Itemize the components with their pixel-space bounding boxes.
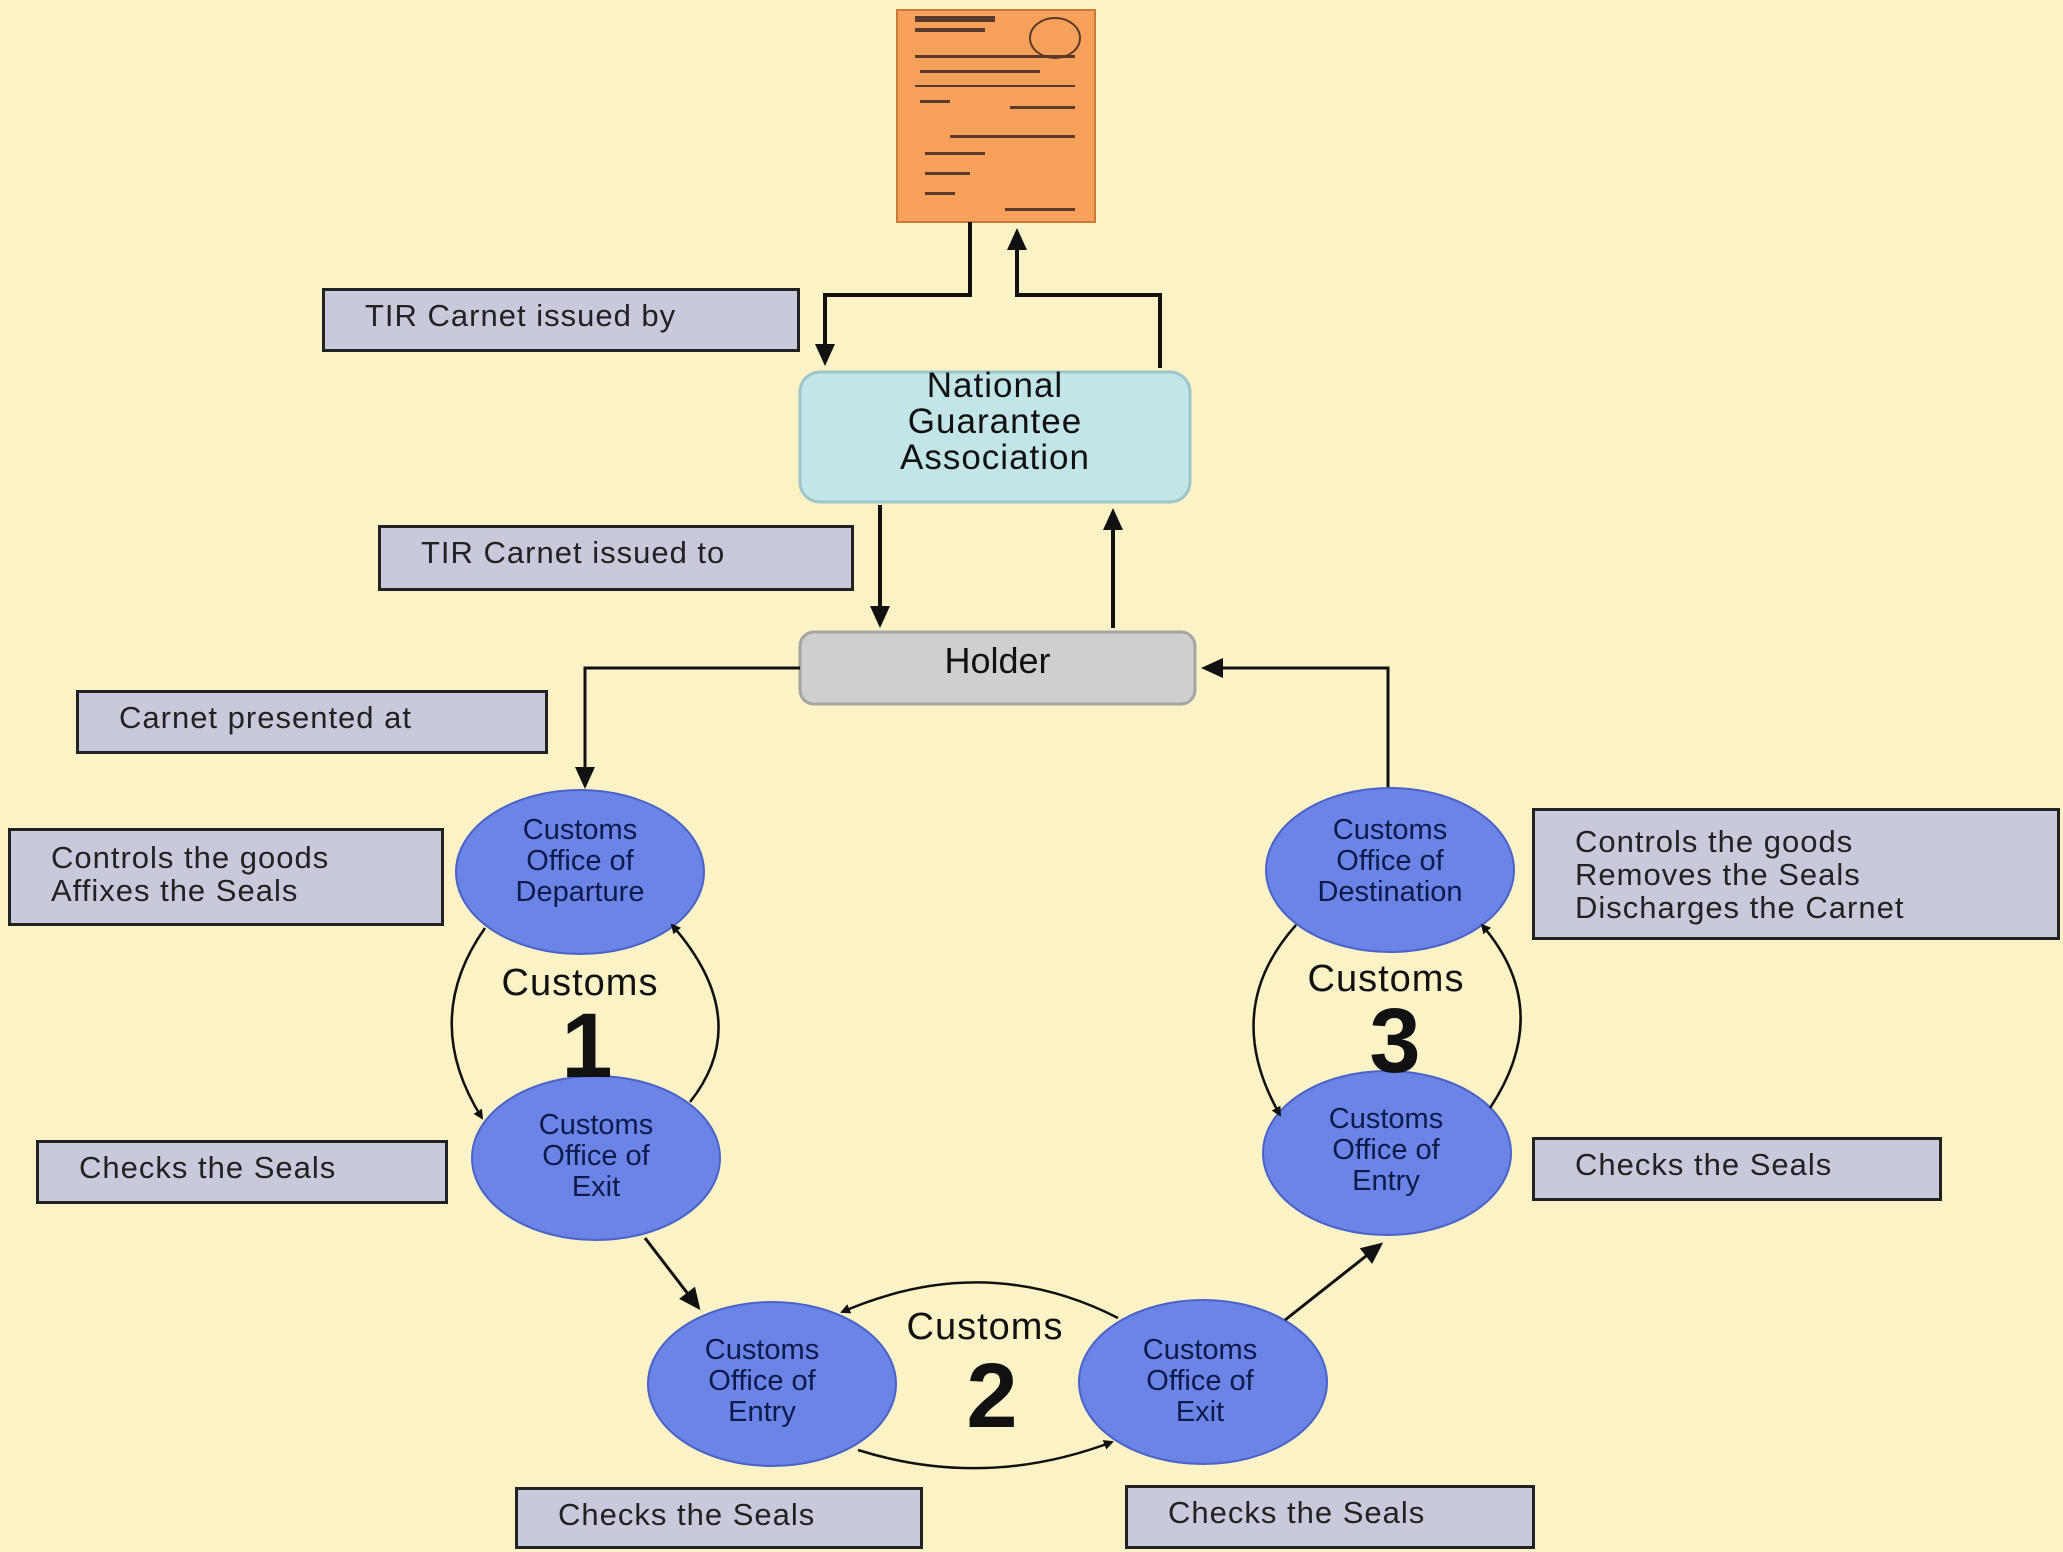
arrow-exit1-to-entry2 <box>643 1237 701 1311</box>
curve-arrow-entry2-to-exit2 <box>857 1440 1114 1470</box>
entry2-office-label: Customs Office of Entry <box>704 1334 820 1428</box>
issued-to-label: TIR Carnet issued to <box>378 525 854 591</box>
nga-label: National Guarantee Association <box>900 366 1090 477</box>
customs-group-3-number: 3 <box>1369 990 1421 1092</box>
customs-office-departure-circle <box>455 789 705 955</box>
customs-group-3-word: Customs <box>1307 958 1465 1000</box>
entry3-office-label: Customs Office of Entry <box>1328 1103 1444 1197</box>
checks-seals-exit1-label: Checks the Seals <box>36 1140 448 1204</box>
tir-carnet-document-icon <box>896 9 1096 223</box>
customs-office-entry-2-circle <box>647 1301 897 1467</box>
destination-office-label: Customs Office of Destination <box>1317 814 1463 908</box>
issued-by-label: TIR Carnet issued by <box>322 288 800 352</box>
customs-office-destination-circle <box>1265 787 1515 953</box>
exit1-office-label: Customs Office of Exit <box>538 1109 654 1203</box>
departure-office-label: Customs Office of Departure <box>515 814 645 908</box>
customs-group-1-word: Customs <box>501 962 659 1004</box>
arrow-destination-to-holder <box>1201 658 1390 790</box>
checks-seals-entry2-label: Checks the Seals <box>515 1487 923 1549</box>
destination-actions-label: Controls the goods Removes the Seals Dis… <box>1532 808 2060 940</box>
customs-group-1-number: 1 <box>561 995 613 1097</box>
curve-arrow-exit2-to-entry2 <box>840 1281 1119 1320</box>
customs-office-entry-3-circle <box>1262 1070 1512 1236</box>
customs-office-exit-2-circle <box>1078 1299 1328 1465</box>
nga-box <box>798 370 1192 504</box>
curve-arrow-entry-to-destination <box>1480 923 1522 1109</box>
arrow-holder-to-departure <box>575 666 800 789</box>
curve-arrow-exit-to-departure <box>670 923 720 1103</box>
curve-arrow-destination-to-entry <box>1252 924 1297 1117</box>
departure-actions-label: Controls the goods Affixes the Seals <box>8 828 444 926</box>
checks-seals-exit2-label: Checks the Seals <box>1125 1485 1535 1549</box>
presented-at-label: Carnet presented at <box>76 690 548 754</box>
exit2-office-label: Customs Office of Exit <box>1142 1334 1258 1428</box>
checks-seals-entry3-label: Checks the Seals <box>1532 1137 1942 1201</box>
customs-office-exit-1-circle <box>471 1075 721 1241</box>
customs-group-2-word: Customs <box>906 1306 1064 1348</box>
curve-arrow-departure-to-exit <box>450 927 487 1120</box>
arrow-document-to-nga <box>815 222 972 366</box>
arrow-exit2-to-entry3 <box>1284 1242 1384 1322</box>
holder-label: Holder <box>944 640 1051 681</box>
arrow-nga-to-document <box>1007 228 1162 368</box>
customs-group-2-number: 2 <box>966 1345 1018 1447</box>
